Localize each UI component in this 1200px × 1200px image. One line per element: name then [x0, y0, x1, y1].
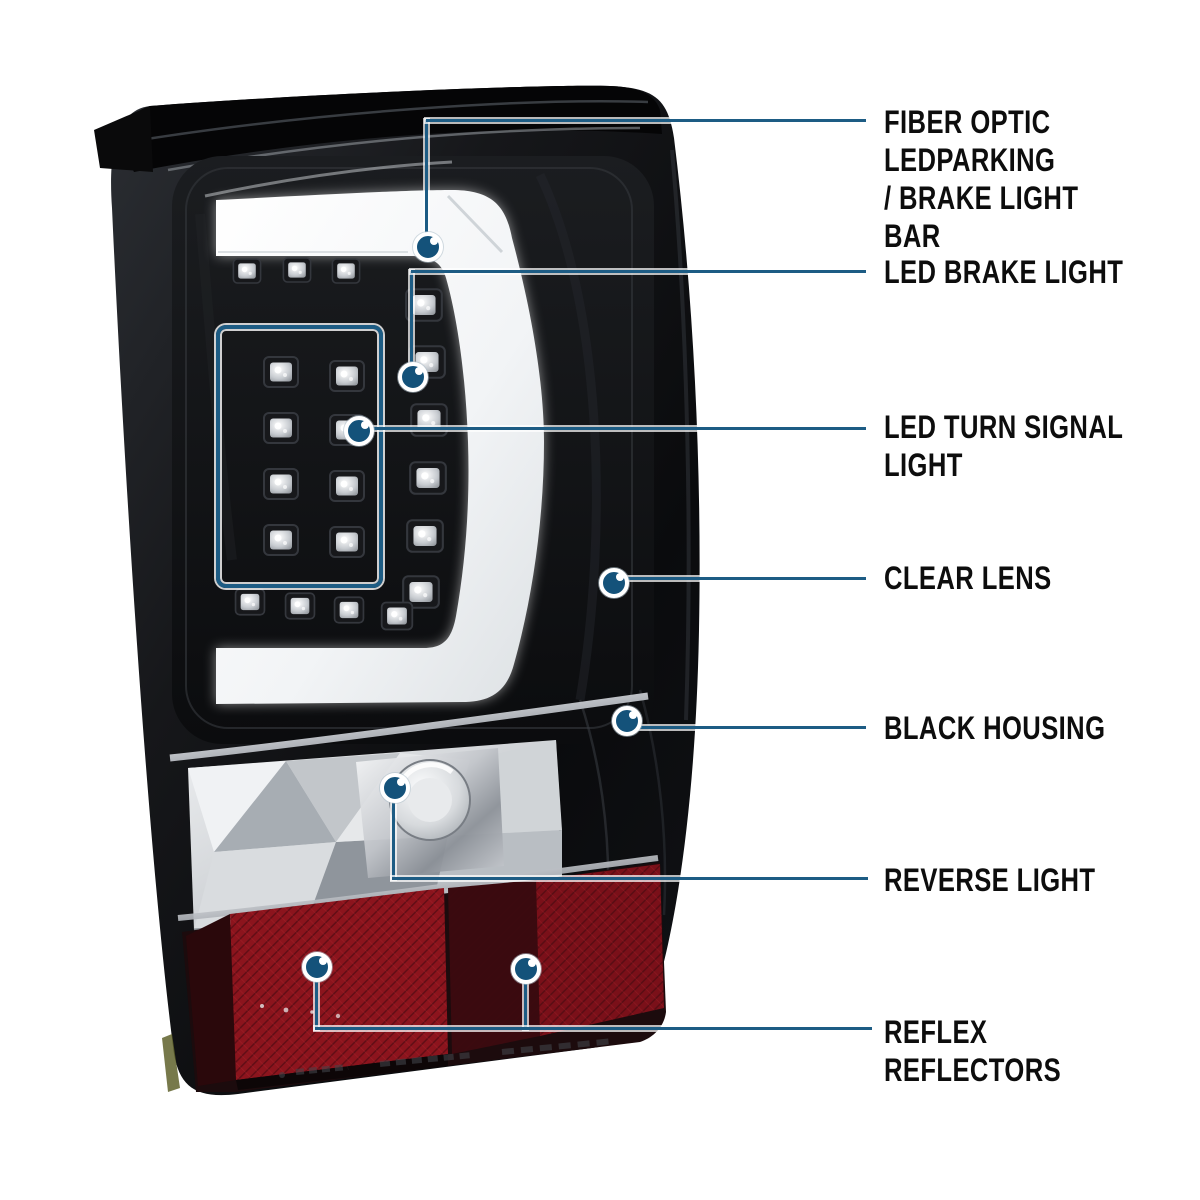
callout-dot-turn-signal: [344, 416, 374, 446]
dot-highlight: [397, 778, 405, 786]
edge-sliver: [162, 1034, 180, 1092]
chrome-trim-lower: [177, 855, 659, 921]
dot-highlight: [629, 711, 637, 719]
white-light-bar: [216, 190, 544, 704]
dot-highlight: [430, 237, 438, 245]
dot-highlight: [361, 421, 369, 429]
dot-highlight: [319, 957, 327, 965]
callout-line-clear-lens: [614, 577, 866, 580]
callout-connector-brake: [410, 271, 413, 377]
callout-connector-fiber-optic: [425, 120, 428, 247]
reflex-reflector-left: [230, 888, 448, 1080]
callout-dot-black-housing: [612, 706, 642, 736]
callout-line-black-housing: [627, 726, 866, 729]
callout-label-black-housing: BLACK HOUSING: [884, 710, 1106, 746]
callout-label-turn-signal: LED TURN SIGNAL LIGHT: [884, 409, 1123, 483]
callout-connector-reflex-right: [524, 969, 527, 1029]
callout-line-reflex: [315, 1027, 872, 1030]
callout-dot-brake: [398, 362, 428, 392]
callout-line-brake: [411, 270, 866, 273]
callout-dot-reverse: [380, 773, 410, 803]
callout-label-reverse: REVERSE LIGHT: [884, 862, 1096, 898]
callout-dot-fiber-optic: [413, 232, 443, 262]
callout-dot-clear-lens: [599, 568, 629, 598]
reflex-reflector-band: [182, 862, 666, 1092]
reflex-reflector-right: [536, 864, 664, 1036]
callout-line-reverse: [392, 877, 868, 880]
bottom-embossed-markings: [279, 1038, 615, 1078]
callout-dot-reflex-left: [302, 952, 332, 982]
callout-label-reflex: REFLEX REFLECTORS: [884, 1014, 1062, 1088]
dot-highlight: [616, 573, 624, 581]
callout-connector-reverse: [392, 788, 395, 879]
callout-label-fiber-optic: FIBER OPTIC LEDPARKING / BRAKE LIGHT BAR: [884, 104, 1079, 254]
callout-label-clear-lens: CLEAR LENS: [884, 560, 1052, 596]
callout-connector-reflex-left: [315, 967, 318, 1029]
callout-dot-reflex-right: [511, 954, 541, 984]
callout-line-fiber-optic: [426, 119, 866, 122]
turn-signal-highlight-box: [216, 325, 383, 588]
dot-highlight: [528, 959, 536, 967]
dot-highlight: [415, 367, 423, 375]
callout-label-brake: LED BRAKE LIGHT: [884, 254, 1124, 290]
chrome-trim-upper: [169, 692, 649, 762]
callout-line-turn-signal: [359, 427, 866, 430]
